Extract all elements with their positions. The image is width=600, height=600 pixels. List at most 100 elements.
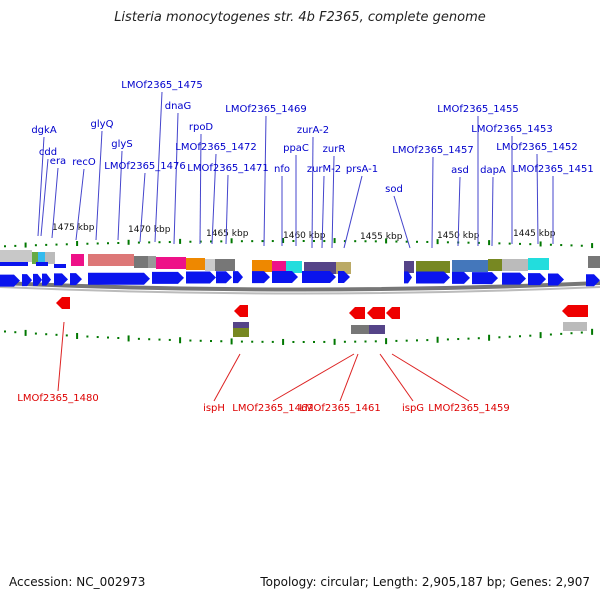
ruler-tick	[529, 334, 532, 337]
ruler-tick	[14, 244, 17, 247]
ruler-tick	[426, 240, 429, 243]
forward-gene-arrow[interactable]	[36, 262, 48, 266]
gene-label-zura-2[interactable]: zurA-2	[297, 125, 329, 136]
forward-gene-arrow[interactable]	[548, 273, 564, 286]
gene-label-reco[interactable]: recO	[72, 157, 96, 168]
cog-block	[286, 261, 302, 273]
cog-block	[148, 256, 156, 268]
forward-gene-arrow[interactable]	[416, 271, 450, 284]
leader-line	[154, 91, 163, 243]
reverse-gene-arrow[interactable]	[367, 307, 385, 319]
ruler-tick	[76, 241, 79, 247]
gene-label-lmof2365-1471[interactable]: LMOf2365_1471	[187, 163, 269, 174]
ruler-tick	[76, 332, 79, 339]
gene-label-lmof2365-1453[interactable]: LMOf2365_1453	[471, 124, 553, 135]
ruler-tick	[519, 335, 521, 338]
forward-gene-arrow[interactable]	[586, 274, 600, 287]
forward-gene-arrow[interactable]	[216, 271, 232, 284]
gene-label-ispg[interactable]: ispG	[402, 403, 424, 414]
forward-gene-arrow[interactable]	[272, 271, 298, 284]
ruler-tick	[405, 240, 408, 243]
forward-gene-arrow[interactable]	[33, 273, 42, 286]
gene-label-zurm-2[interactable]: zurM-2	[307, 164, 341, 175]
leader-line	[393, 195, 411, 249]
ruler-tick	[467, 337, 470, 340]
gene-label-glys[interactable]: glyS	[111, 139, 132, 150]
reverse-gene-arrow[interactable]	[386, 307, 400, 319]
gene-label-cdd[interactable]: cdd	[39, 147, 57, 158]
cog-block	[304, 262, 336, 274]
ruler-tick	[374, 240, 377, 243]
forward-gene-arrow[interactable]	[22, 274, 32, 287]
forward-gene-arrow[interactable]	[54, 264, 66, 268]
gene-label-lmof2365-1451[interactable]: LMOf2365_1451	[512, 164, 594, 175]
gene-label-lmof2365-1457[interactable]: LMOf2365_1457	[392, 145, 474, 156]
gene-label-prsa-1[interactable]: prsA-1	[346, 164, 378, 175]
forward-gene-arrow[interactable]	[88, 272, 150, 285]
gene-label-lmof2365-1461[interactable]: LMOf2365_1461	[299, 403, 381, 414]
forward-gene-arrow[interactable]	[233, 271, 243, 284]
gene-label-glyq[interactable]: glyQ	[91, 119, 114, 130]
reverse-gene-arrows[interactable]	[56, 297, 588, 319]
reverse-gene-arrow[interactable]	[562, 305, 588, 317]
forward-gene-arrow[interactable]	[302, 271, 336, 284]
forward-gene-arrow[interactable]	[186, 271, 216, 284]
ruler-tick	[14, 331, 17, 334]
forward-gene-arrow[interactable]	[54, 273, 68, 286]
leader-line	[51, 167, 59, 239]
forward-gene-arrow[interactable]	[502, 272, 526, 285]
forward-gene-arrow[interactable]	[452, 271, 470, 284]
gene-label-lmof2365-1480[interactable]: LMOf2365_1480	[17, 393, 99, 404]
reverse-gene-arrow[interactable]	[56, 297, 70, 309]
gene-label-dapa[interactable]: dapA	[480, 165, 506, 176]
gene-label-dgka[interactable]: dgkA	[31, 125, 56, 136]
forward-gene-arrow[interactable]	[472, 272, 498, 285]
gene-label-rpod[interactable]: rpoD	[189, 122, 214, 133]
reverse-gene-arrow[interactable]	[234, 305, 248, 317]
forward-gene-arrow[interactable]	[0, 274, 20, 287]
gene-label-asd[interactable]: asd	[451, 165, 469, 176]
gene-label-sod[interactable]: sod	[385, 184, 403, 195]
gene-label-dnag[interactable]: dnaG	[165, 101, 192, 112]
gene-label-ppac[interactable]: ppaC	[283, 143, 309, 154]
forward-gene-arrow[interactable]	[252, 271, 270, 284]
forward-gene-arrow[interactable]	[42, 273, 51, 286]
ruler-tick	[395, 339, 398, 342]
gene-label-lmof2365-1476[interactable]: LMOf2365_1476	[104, 161, 186, 172]
forward-gene-arrows[interactable]	[0, 262, 600, 287]
gene-label-nfo[interactable]: nfo	[274, 164, 290, 175]
ruler-tick	[4, 330, 6, 333]
cog-block	[88, 254, 134, 266]
ruler-tick	[271, 240, 274, 243]
ruler-tick	[498, 242, 501, 245]
ruler-tick	[24, 329, 27, 336]
gene-label-lmof2365-1475[interactable]: LMOf2365_1475	[121, 80, 203, 91]
gene-label-zurr[interactable]: zurR	[323, 144, 346, 155]
forward-gene-arrow[interactable]	[338, 271, 350, 284]
gene-label-isph[interactable]: ispH	[203, 403, 225, 414]
ruler-tick	[86, 335, 89, 338]
forward-gene-arrow[interactable]	[152, 271, 184, 284]
ruler-label: 1465 kbp	[206, 229, 249, 239]
forward-gene-arrow[interactable]	[404, 271, 412, 284]
gene-label-lmof2365-1452[interactable]: LMOf2365_1452	[496, 142, 578, 153]
cog-block	[502, 259, 528, 271]
gene-label-lmof2365-1472[interactable]: LMOf2365_1472	[175, 142, 257, 153]
ruler-tick	[333, 238, 336, 244]
reverse-gene-arrow[interactable]	[349, 307, 365, 319]
gene-label-lmof2365-1459[interactable]: LMOf2365_1459	[428, 403, 510, 414]
ruler-tick	[127, 239, 130, 245]
leader-line	[339, 353, 359, 402]
ruler-tick	[508, 242, 511, 245]
gene-label-lmof2365-1462[interactable]: LMOf2365_1462	[232, 403, 314, 414]
cog-block	[528, 258, 549, 270]
gene-label-lmof2365-1455[interactable]: LMOf2365_1455	[437, 104, 519, 115]
forward-gene-arrow[interactable]	[0, 262, 28, 266]
forward-gene-arrow[interactable]	[528, 273, 546, 286]
gene-label-lmof2365-1469[interactable]: LMOf2365_1469	[225, 104, 307, 115]
leader-line	[117, 150, 123, 241]
forward-gene-arrow[interactable]	[70, 273, 82, 286]
gene-label-era[interactable]: era	[50, 156, 66, 167]
